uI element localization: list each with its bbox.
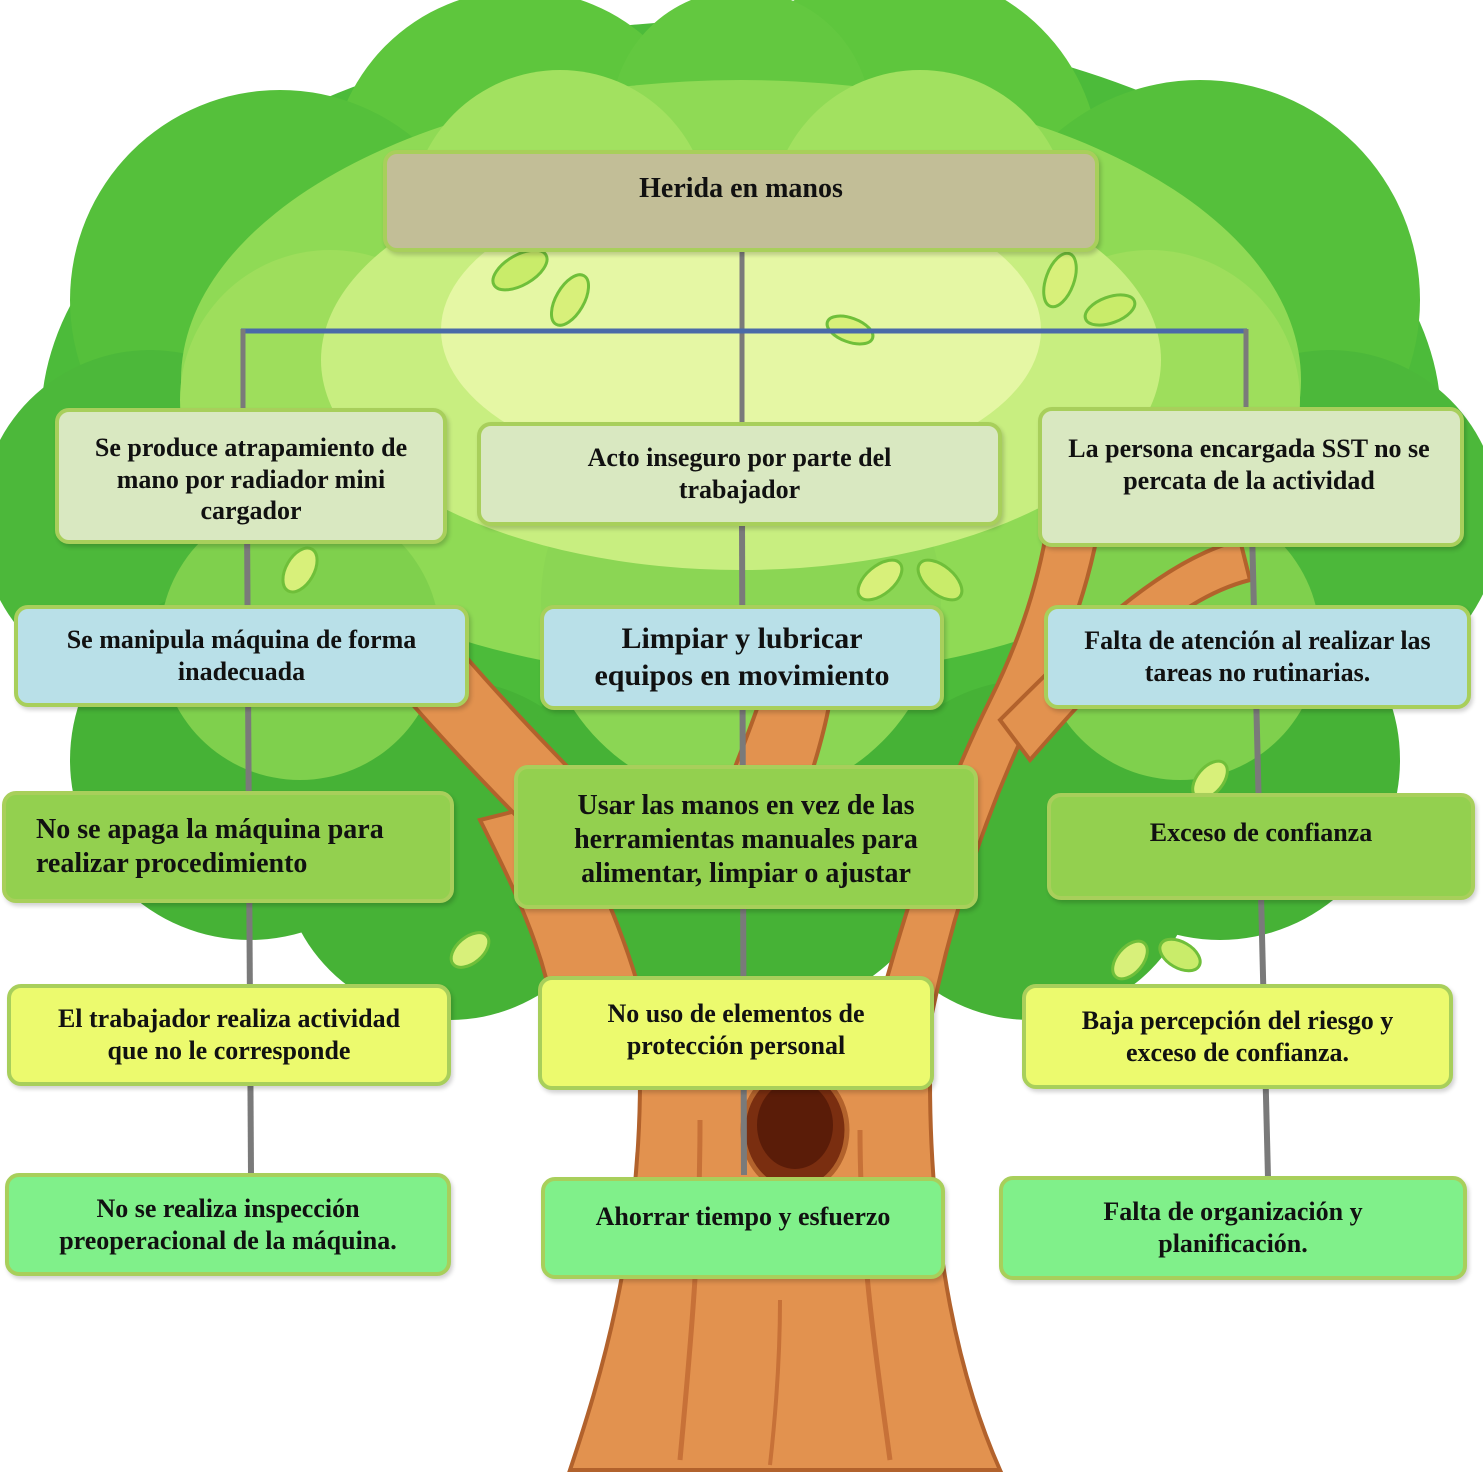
level5-box-left: No se realiza inspección preoperacional … [5,1173,451,1276]
level3-box-left: No se apaga la máquina para realizar pro… [2,791,454,903]
level4-label-right: Baja percepción del riesgo y exceso de c… [1081,1005,1394,1067]
level2-label-right: Falta de atención al realizar las tareas… [1084,626,1431,687]
level3-box-center: Usar las manos en vez de las herramienta… [514,765,978,909]
level1-label-center: Acto inseguro por parte del trabajador [587,443,892,504]
level5-label-right: Falta de organización y planificación. [1103,1197,1363,1258]
level5-box-center: Ahorrar tiempo y esfuerzo [541,1177,945,1279]
level1-label-right: La persona encargada SST no se percata d… [1068,434,1430,495]
level4-box-right: Baja percepción del riesgo y exceso de c… [1022,984,1453,1089]
level4-box-center: No uso de elementos de protección person… [538,976,934,1090]
level1-box-left: Se produce atrapamiento de mano por radi… [55,408,447,544]
level1-label-left: Se produce atrapamiento de mano por radi… [94,433,408,526]
level1-box-center: Acto inseguro por parte del trabajador [477,422,1002,526]
level2-box-left: Se manipula máquina de forma inadecuada [14,605,469,707]
root-node-box: Herida en manos [383,150,1099,252]
level3-label-right: Exceso de confianza [1149,818,1373,847]
level3-label-left: No se apaga la máquina para realizar pro… [36,813,384,879]
level5-box-right: Falta de organización y planificación. [999,1176,1467,1280]
level2-label-center: Limpiar y lubricar equipos en movimiento [594,621,890,692]
level5-label-left: No se realiza inspección preoperacional … [59,1193,397,1255]
level3-box-right: Exceso de confianza [1047,793,1475,900]
level2-label-left: Se manipula máquina de forma inadecuada [66,625,417,686]
level5-label-center: Ahorrar tiempo y esfuerzo [595,1202,891,1231]
level3-label-center: Usar las manos en vez de las herramienta… [574,790,918,890]
level2-box-center: Limpiar y lubricar equipos en movimiento [540,605,944,710]
level4-box-left: El trabajador realiza actividad que no l… [7,984,451,1086]
level4-label-center: No uso de elementos de protección person… [607,999,865,1060]
level4-label-left: El trabajador realiza actividad que no l… [57,1004,401,1065]
level1-box-right: La persona encargada SST no se percata d… [1038,407,1464,547]
root-node-label: Herida en manos [639,173,843,204]
level2-box-right: Falta de atención al realizar las tareas… [1044,605,1471,709]
